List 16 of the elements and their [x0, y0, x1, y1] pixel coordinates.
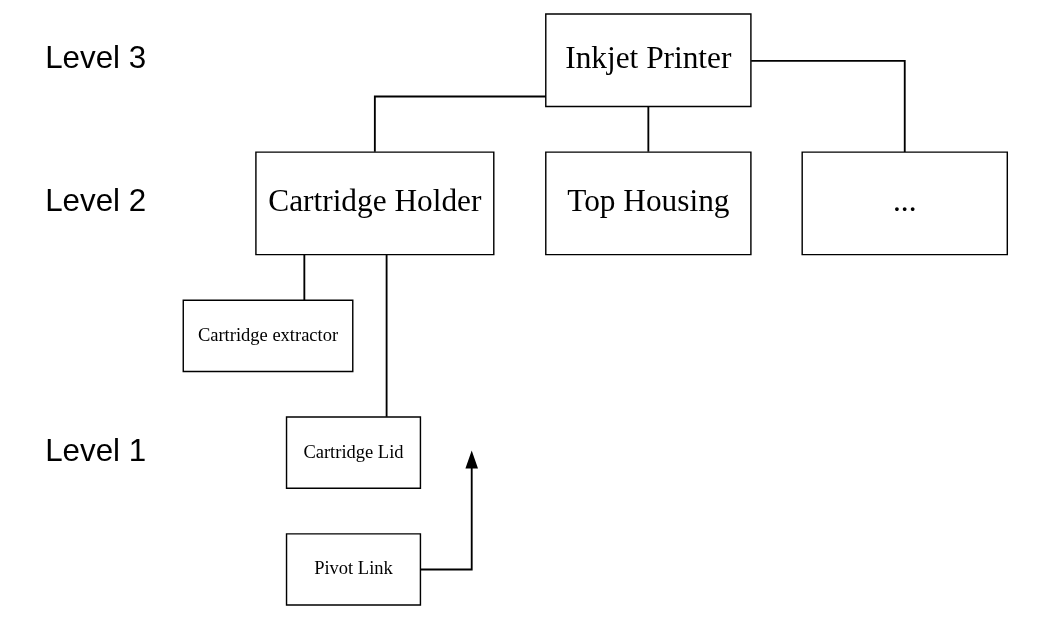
connector: [373, 95, 547, 153]
node-box: Pivot Link: [285, 533, 421, 606]
node-box: Cartridge Lid: [285, 416, 421, 489]
label: Level 2: [44, 183, 146, 219]
node-box: Top Housing: [544, 151, 752, 256]
node-box: Cartridge extractor: [182, 299, 353, 373]
node-box: ...: [800, 151, 1008, 256]
label: Level 1: [44, 432, 146, 468]
node-box: Cartridge Holder: [254, 151, 494, 256]
arrow: [419, 450, 478, 571]
connector: [385, 254, 388, 418]
connector: [646, 105, 649, 153]
label: Level 3: [44, 40, 146, 76]
node-box: Inkjet Printer: [544, 13, 752, 108]
connector: [302, 254, 305, 302]
connector: [749, 60, 906, 153]
